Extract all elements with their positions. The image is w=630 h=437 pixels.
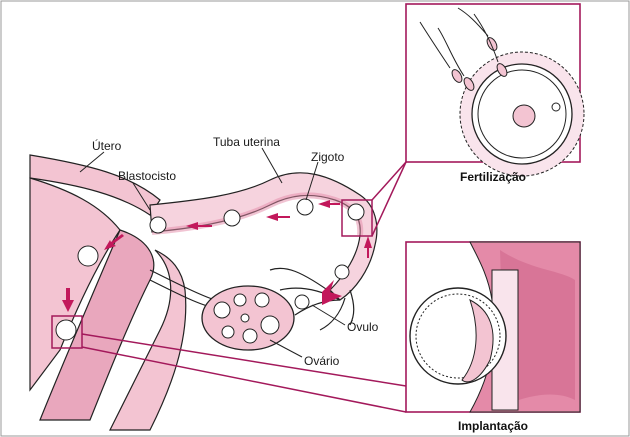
embryo-stages (55, 198, 365, 341)
arrow-left-4 (104, 234, 124, 250)
label-zigoto: Zigoto (311, 150, 345, 164)
blastocyst-cell (77, 245, 99, 267)
leader-lines (79, 147, 346, 358)
implanted-blastocyst (55, 319, 77, 341)
label-tuba: Tuba uterina (213, 135, 280, 149)
migration-arrows (62, 200, 372, 312)
caption-fertilization: Fertilização (460, 170, 526, 184)
arrow-up-1 (322, 280, 342, 305)
arrow-down-1 (62, 288, 74, 312)
oocyte-released (294, 294, 310, 310)
label-ovario: Ovário (304, 354, 340, 368)
implantation-connector-top (81, 333, 407, 387)
fertilization-inset (405, 3, 585, 177)
fertilization-marker (341, 199, 373, 237)
zygote-cell (296, 198, 314, 216)
oocyte-in-tube (334, 264, 350, 280)
label-blastocisto: Blastocisto (118, 169, 176, 183)
arrow-left-1 (318, 200, 340, 208)
label-ovulo: Óvulo (347, 319, 379, 334)
caption-implantation: Implantação (458, 419, 528, 433)
arrow-left-3 (186, 222, 212, 230)
ovary (149, 269, 295, 351)
uterus-body (29, 154, 187, 431)
fertilization-connector-bottom (371, 161, 407, 237)
morula-cell (223, 209, 241, 227)
arrow-left-2 (266, 213, 290, 221)
fertilization-connector-top (371, 161, 407, 201)
implantation-inset (405, 241, 581, 413)
arrow-up-2 (364, 236, 372, 258)
fertilized-egg (347, 203, 365, 221)
implantation-marker (51, 315, 83, 349)
cleavage-cell (149, 216, 167, 234)
implantation-connector-bottom (81, 346, 407, 413)
sperm-cells (419, 7, 508, 91)
label-utero: Útero (92, 138, 122, 153)
